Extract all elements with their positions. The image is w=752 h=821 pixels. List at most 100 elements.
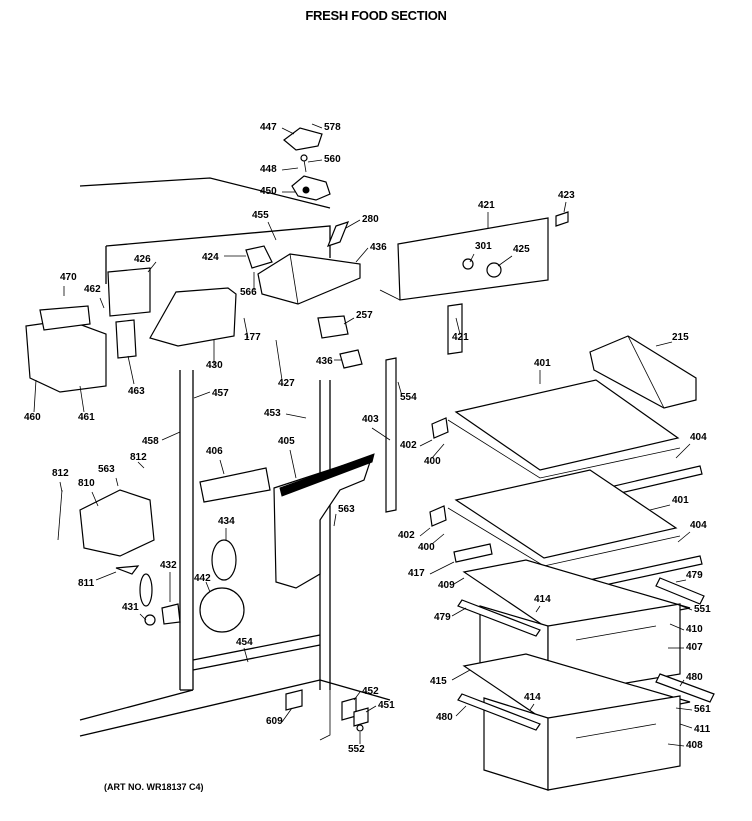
- leader-line: [91, 491, 99, 507]
- leader-line: [431, 533, 445, 545]
- part-number-label: 427: [278, 378, 295, 389]
- part-number-label: 552: [348, 744, 365, 755]
- part-number-label: 410: [686, 624, 703, 635]
- leader-line: [139, 613, 147, 621]
- damper-and-cover: [199, 453, 375, 589]
- part-number-label: 409: [438, 580, 455, 591]
- part-number-label: 810: [78, 478, 95, 489]
- leader-line: [127, 355, 135, 385]
- part-number-label: 812: [130, 452, 147, 463]
- part-number-label: 560: [324, 154, 341, 165]
- leader-line: [675, 443, 691, 459]
- part-number-label: 423: [558, 190, 575, 201]
- leader-line: [675, 579, 687, 583]
- leader-line: [115, 477, 119, 487]
- leader-line: [649, 504, 671, 511]
- part-number-label: 812: [52, 468, 69, 479]
- leader-line: [397, 381, 403, 397]
- leader-line: [563, 201, 567, 213]
- part-number-label: 411: [694, 724, 711, 735]
- leader-line: [455, 705, 467, 717]
- part-number-label: 430: [206, 360, 223, 371]
- part-number-label: 426: [134, 254, 151, 265]
- part-number-label: 431: [122, 602, 139, 613]
- leader-line: [667, 743, 685, 747]
- part-number-label: 408: [686, 740, 703, 751]
- leader-line: [669, 623, 685, 631]
- part-number-label: 421: [478, 200, 495, 211]
- part-number-label: 434: [218, 516, 235, 527]
- part-number-label: 457: [212, 388, 229, 399]
- leader-line: [453, 577, 465, 585]
- heater-assembly: [57, 489, 155, 575]
- part-number-label: 421: [452, 332, 469, 343]
- leader-line: [419, 439, 433, 447]
- part-number-label: 479: [686, 570, 703, 581]
- part-number-label: 425: [513, 244, 530, 255]
- part-number-label: 554: [400, 392, 417, 403]
- part-number-label: 480: [686, 672, 703, 683]
- part-number-label: 402: [398, 530, 415, 541]
- part-number-label: 563: [98, 464, 115, 475]
- part-number-label: 480: [436, 712, 453, 723]
- leader-line: [307, 159, 323, 163]
- leader-line: [675, 603, 693, 611]
- leader-line: [677, 531, 691, 543]
- part-number-label: 414: [534, 594, 551, 605]
- part-number-label: 407: [686, 642, 703, 653]
- leader-line: [311, 123, 323, 129]
- leader-line: [137, 461, 145, 469]
- leader-line: [95, 571, 117, 581]
- part-number-label: 401: [534, 358, 551, 369]
- part-number-label: 479: [434, 612, 451, 623]
- part-number-label: 177: [244, 332, 261, 343]
- leader-line: [289, 449, 297, 479]
- cabinet-liner: [79, 177, 391, 741]
- part-number-label: 578: [324, 122, 341, 133]
- leader-line: [469, 253, 475, 263]
- art-number: (ART NO. WR18137 C4): [104, 782, 204, 792]
- leader-line: [343, 317, 355, 325]
- leader-line: [281, 707, 293, 723]
- leader-line: [353, 691, 361, 701]
- part-number-label: 400: [418, 542, 435, 553]
- leader-line: [345, 219, 361, 229]
- leader-line: [529, 703, 535, 711]
- part-number-label: 551: [694, 604, 711, 615]
- leader-line: [147, 261, 157, 273]
- part-number-label: 463: [128, 386, 145, 397]
- part-number-label: 451: [378, 700, 395, 711]
- leader-line: [33, 379, 37, 413]
- leader-line: [243, 317, 249, 339]
- leader-line: [535, 605, 541, 613]
- part-number-label: 470: [60, 272, 77, 283]
- leader-line: [243, 647, 249, 663]
- control-housing: [379, 211, 569, 355]
- part-number-label: 811: [78, 578, 95, 589]
- part-number-label: 417: [408, 568, 425, 579]
- part-number-label: 415: [430, 676, 447, 687]
- leader-line: [497, 255, 513, 267]
- part-number-label: 215: [672, 332, 689, 343]
- part-number-label: 424: [202, 252, 219, 263]
- part-number-label: 301: [475, 241, 492, 252]
- leader-line: [193, 391, 211, 399]
- leader-line: [281, 127, 295, 135]
- leader-line: [59, 481, 63, 493]
- part-number-label: 436: [370, 242, 387, 253]
- leader-line: [455, 317, 461, 335]
- part-number-label: 461: [78, 412, 95, 423]
- part-number-label: 280: [362, 214, 379, 225]
- leader-line: [219, 459, 225, 475]
- air-duct-assembly: [257, 221, 361, 305]
- leader-line: [79, 385, 85, 413]
- leader-line: [419, 527, 431, 537]
- part-number-label: 458: [142, 436, 159, 447]
- leader-line: [431, 443, 445, 459]
- leader-line: [281, 167, 299, 171]
- part-number-label: 257: [356, 310, 373, 321]
- leader-line: [205, 581, 211, 593]
- leader-line: [267, 221, 277, 241]
- leader-line: [161, 431, 181, 441]
- part-number-label: 432: [160, 560, 177, 571]
